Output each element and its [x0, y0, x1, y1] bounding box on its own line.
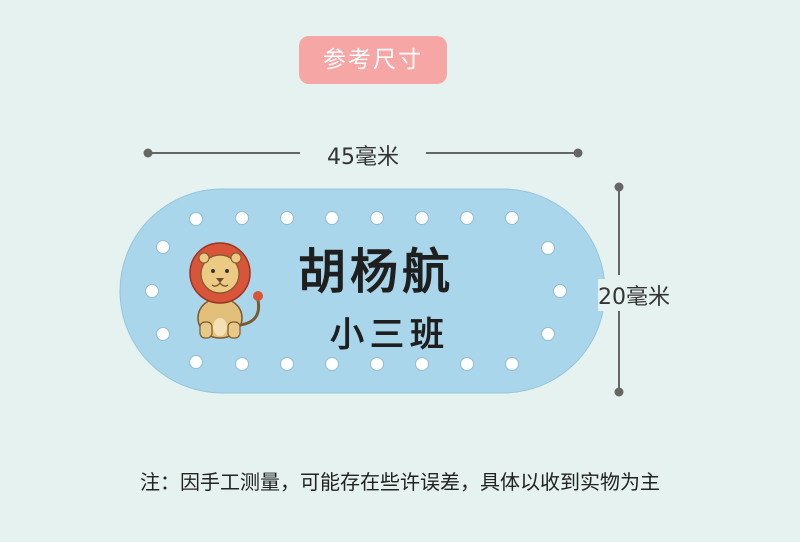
reference-size-badge: 参考尺寸: [299, 36, 447, 84]
width-dimension-line: [143, 148, 583, 158]
tag-name: 胡杨航: [298, 244, 455, 300]
height-dimension-line: [614, 182, 624, 397]
name-tag: [119, 188, 606, 394]
tag-class-name: 小三班: [330, 315, 450, 355]
measurement-note: 注：因手工测量，可能存在些许误差，具体以收到实物为主: [140, 470, 660, 494]
width-dimension-label: 45毫米: [306, 139, 420, 171]
lion-icon: [189, 242, 263, 339]
height-dimension-label: 20毫米: [598, 279, 670, 311]
tag-holes: [145, 211, 567, 371]
